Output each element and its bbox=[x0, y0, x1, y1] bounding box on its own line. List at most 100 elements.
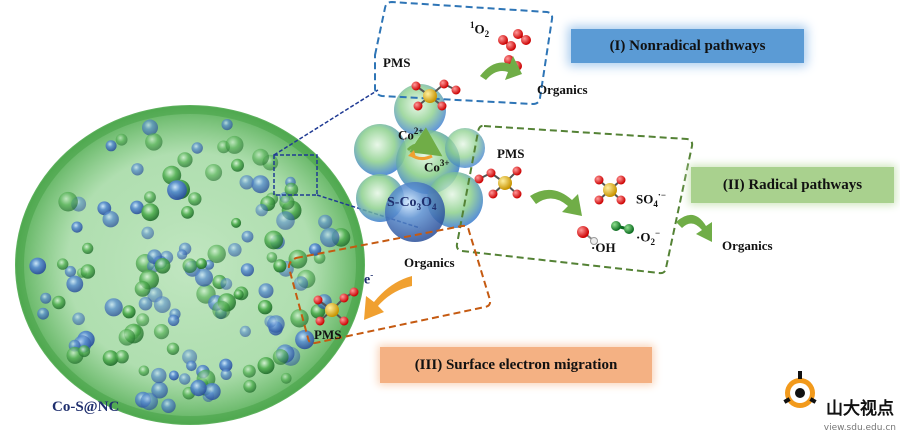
pms-molecule-radical bbox=[474, 166, 522, 199]
nanosphere bbox=[138, 296, 153, 311]
nanosphere bbox=[288, 249, 308, 269]
nanosphere bbox=[181, 206, 194, 219]
nanosphere bbox=[220, 278, 233, 290]
nanosphere bbox=[167, 314, 180, 326]
nanosphere bbox=[82, 242, 94, 254]
nanosphere bbox=[195, 268, 213, 287]
organics-label-radical: Organics bbox=[722, 238, 773, 253]
co3-label: Co3+ bbox=[424, 158, 450, 175]
nanosphere bbox=[293, 276, 309, 291]
nanosphere bbox=[66, 275, 84, 293]
singlet-oxygen-label: 1O2 bbox=[470, 20, 490, 39]
nanosphere bbox=[190, 379, 207, 397]
nanosphere bbox=[207, 244, 226, 264]
nanosphere bbox=[276, 211, 295, 230]
pms-label-radical: PMS bbox=[497, 146, 525, 161]
nanosphere bbox=[318, 214, 333, 229]
nanosphere bbox=[252, 148, 269, 166]
nanosphere bbox=[151, 381, 168, 399]
sulfate-radical-label: SO4·− bbox=[636, 190, 666, 209]
nanosphere bbox=[144, 191, 156, 204]
co-redox-cycle-arrows bbox=[406, 127, 443, 161]
nanosphere bbox=[105, 140, 117, 152]
nanosphere bbox=[295, 330, 315, 350]
pms-molecule-nonradical bbox=[411, 79, 461, 111]
nanosphere bbox=[186, 360, 197, 372]
nanosphere bbox=[280, 372, 292, 384]
co2-label: Co2+ bbox=[398, 126, 424, 143]
surface-box bbox=[287, 224, 492, 345]
nanosphere bbox=[205, 164, 223, 181]
hydroxyl-radical-molecule bbox=[577, 226, 598, 245]
nanosphere bbox=[122, 305, 136, 319]
nanosphere bbox=[115, 133, 128, 146]
nanosphere bbox=[153, 296, 171, 313]
nanosphere bbox=[231, 217, 242, 228]
nanosphere bbox=[179, 373, 191, 385]
nanosphere bbox=[242, 364, 256, 378]
co-s-nc-particle bbox=[15, 105, 365, 425]
nanosphere bbox=[57, 258, 69, 270]
nanosphere bbox=[241, 230, 254, 243]
radical-pathways-label: (II) Radical pathways bbox=[691, 167, 894, 203]
nonradical-box bbox=[374, 0, 554, 106]
nanosphere bbox=[115, 350, 129, 364]
nanosphere bbox=[266, 252, 278, 263]
nanosphere bbox=[80, 264, 96, 279]
nanosphere bbox=[153, 324, 170, 340]
sulfate-radical-molecule bbox=[594, 175, 626, 205]
nanosphere bbox=[29, 257, 47, 275]
nanosphere bbox=[267, 315, 285, 333]
nanosphere bbox=[239, 325, 251, 337]
pms-molecule-surface bbox=[313, 287, 359, 326]
radical-output-arrow bbox=[676, 214, 712, 242]
surface-electron-migration-label: (III) Surface electron migration bbox=[380, 347, 652, 383]
superoxide-radical-molecule bbox=[611, 221, 634, 234]
nanosphere bbox=[220, 368, 232, 380]
nanosphere bbox=[258, 283, 274, 299]
nanosphere bbox=[255, 203, 268, 217]
nanosphere bbox=[219, 358, 233, 372]
nanosphere bbox=[141, 203, 160, 222]
particle-nanospheres bbox=[29, 119, 351, 413]
nanosphere bbox=[161, 398, 176, 413]
nanosphere bbox=[167, 180, 187, 201]
nanosphere bbox=[257, 300, 273, 315]
nanosphere bbox=[231, 158, 244, 172]
nanosphere bbox=[240, 263, 254, 277]
nanosphere bbox=[177, 249, 188, 260]
nanosphere bbox=[130, 200, 144, 215]
watermark-url: view.sdu.edu.cn bbox=[823, 423, 896, 433]
nanosphere bbox=[58, 191, 78, 212]
nanosphere bbox=[154, 258, 171, 274]
nanosphere bbox=[71, 221, 83, 233]
pms-label-nonradical: PMS bbox=[383, 55, 411, 70]
nanosphere bbox=[64, 265, 76, 278]
watermark-text: 山大视点 bbox=[826, 399, 894, 419]
nanosphere bbox=[284, 182, 299, 197]
nanosphere bbox=[72, 312, 85, 326]
nanosphere bbox=[78, 345, 91, 358]
nanosphere bbox=[177, 152, 193, 168]
nanosphere bbox=[102, 211, 119, 228]
nanosphere bbox=[239, 175, 254, 190]
nanosphere bbox=[182, 258, 198, 274]
nanosphere bbox=[134, 281, 151, 297]
nanosphere bbox=[37, 307, 49, 320]
radical-box bbox=[455, 124, 694, 275]
electron-transfer-arrow bbox=[364, 276, 412, 320]
nanosphere bbox=[162, 165, 182, 185]
nanosphere bbox=[308, 243, 322, 256]
nanosphere bbox=[166, 342, 180, 355]
nanosphere bbox=[228, 243, 242, 257]
nanosphere bbox=[272, 349, 289, 365]
nanosphere bbox=[243, 379, 257, 393]
hydroxyl-radical-label: ·OH bbox=[591, 240, 616, 255]
nanosphere bbox=[151, 367, 167, 384]
nanosphere bbox=[233, 289, 244, 300]
nanosphere bbox=[191, 142, 203, 154]
nanosphere bbox=[104, 298, 123, 317]
nanosphere bbox=[290, 309, 309, 328]
nanosphere bbox=[251, 175, 270, 194]
